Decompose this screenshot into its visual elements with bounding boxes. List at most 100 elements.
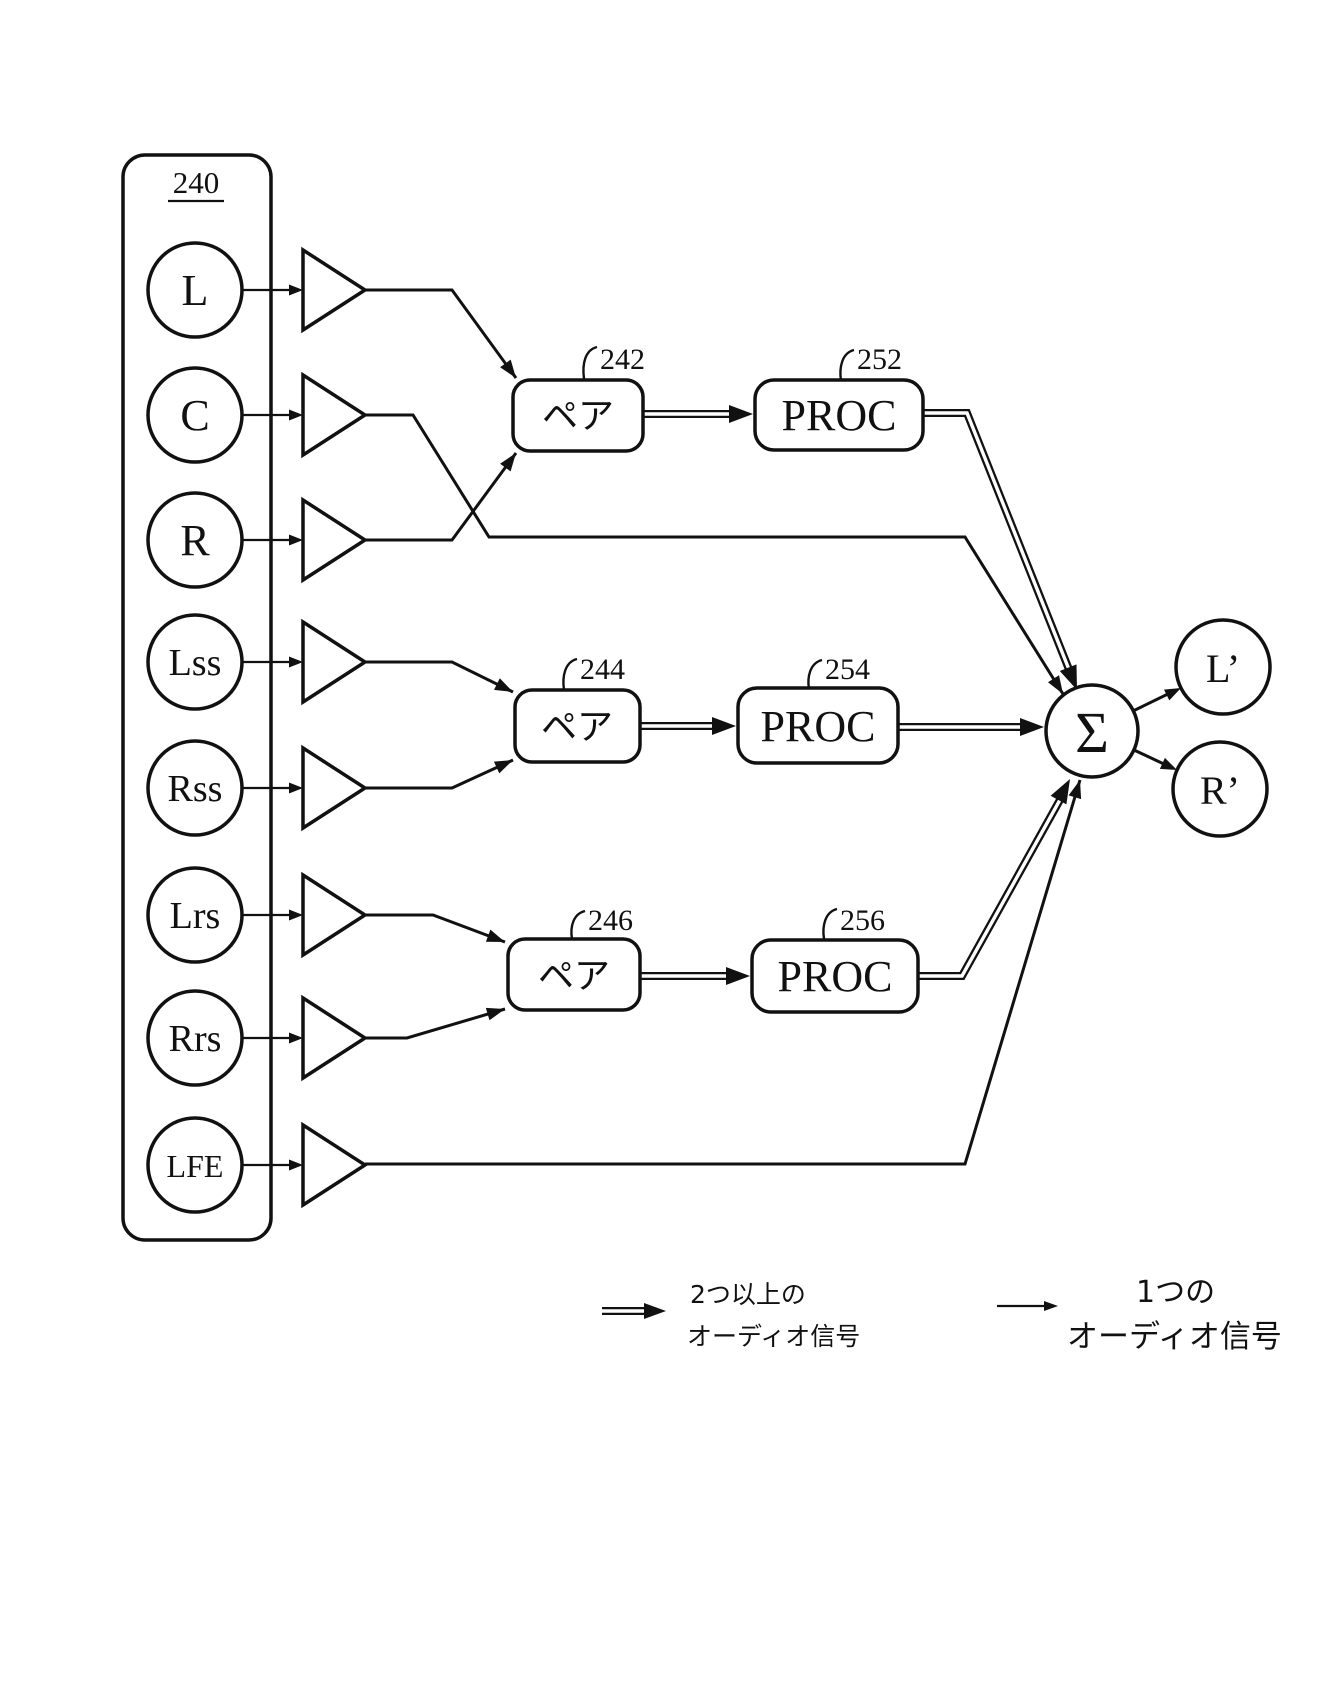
legend-single-line2: オーディオ信号 [1067, 1319, 1282, 1355]
line-lss-to-pair244 [365, 660, 514, 694]
amp-triangle-icon [301, 994, 369, 1082]
arrowhead [289, 656, 303, 668]
legend-multi-line2: オーディオ信号 [687, 1322, 860, 1351]
pair-block-244: ペア 244 [513, 653, 642, 764]
proc-box [753, 378, 925, 452]
legend-multi-signal: 2つ以上の オーディオ信号 [602, 1280, 860, 1351]
arrowhead [1044, 1301, 1058, 1311]
channel-label-c: C [180, 391, 209, 440]
ref-number: 252 [857, 343, 902, 376]
legend-multi-line1: 2つ以上の [690, 1280, 806, 1309]
amp-triangle-icon [301, 246, 369, 334]
source-group-ref: 240 [173, 165, 220, 200]
arrowhead [289, 909, 303, 921]
channel-row-r: R [146, 491, 369, 589]
pair-label: ペア [541, 707, 613, 748]
arrowhead [289, 284, 303, 296]
arrowhead [493, 760, 513, 774]
channel-row-l: L [146, 241, 369, 339]
arrowhead [1068, 780, 1082, 800]
amp-triangle-icon [301, 618, 369, 706]
arrowhead [1050, 779, 1070, 805]
channel-row-rrs: Rrs [146, 989, 369, 1087]
line-lfe-to-sum [365, 779, 1082, 1166]
proc-block-254: PROC 254 [736, 653, 900, 765]
sum-node: Σ [1044, 683, 1140, 779]
ref-number: 244 [580, 653, 625, 686]
arrowhead [726, 967, 750, 985]
amp-triangle-icon [301, 1121, 369, 1209]
channel-label-rrs: Rrs [169, 1018, 222, 1060]
arrowhead [289, 409, 303, 421]
amp-triangle-icon [301, 496, 369, 584]
arrowhead [494, 678, 513, 692]
arrowhead [485, 1007, 505, 1021]
line-rss-to-pair244 [365, 758, 514, 790]
sum-to-rprime [1133, 748, 1167, 767]
output-label-lprime: L’ [1206, 646, 1240, 691]
ref-leader [570, 909, 586, 940]
pair-block-246: ペア 246 [506, 904, 642, 1012]
proc-box [736, 686, 900, 765]
arrowhead [729, 405, 753, 423]
channel-row-lss: Lss [146, 613, 369, 711]
amp-triangle-icon [301, 744, 369, 832]
line-l-to-pair242 [365, 288, 518, 379]
channel-row-c: C [146, 366, 369, 464]
ref-leader [839, 348, 855, 382]
pair-label: ペア [538, 956, 610, 997]
arrowhead [1164, 688, 1181, 701]
arrowhead [289, 1032, 303, 1044]
proc-label: PROC [761, 702, 876, 751]
pair-block-242: ペア 242 [511, 343, 645, 453]
arrowhead [289, 534, 303, 546]
proc-box [750, 938, 920, 1014]
amp-triangle-icon [301, 871, 369, 959]
arrowhead [1059, 664, 1077, 690]
ref-leader [822, 907, 838, 940]
output-lprime: L’ [1174, 618, 1272, 716]
legend-single-line1: 1つの [1136, 1275, 1215, 1310]
channel-label-lss: Lss [169, 642, 222, 684]
line-c-to-sum [365, 413, 1065, 695]
output-label-rprime: R’ [1200, 768, 1240, 813]
channel-label-lrs: Lrs [170, 895, 221, 937]
pair-box [511, 378, 645, 453]
channel-row-lfe: LFE [146, 1116, 369, 1214]
channel-label-lfe: LFE [167, 1148, 224, 1184]
channel-label-r: R [180, 516, 210, 565]
ref-number: 242 [600, 343, 645, 376]
ref-number: 256 [840, 904, 885, 937]
line-r-to-pair242 [365, 452, 518, 542]
proc256-to-sum-gap [918, 797, 1063, 978]
ref-leader [807, 658, 823, 690]
arrowhead [500, 359, 516, 378]
pair-box [506, 937, 642, 1012]
channel-label-rss: Rss [168, 768, 223, 810]
output-circle-lprime [1174, 618, 1272, 716]
proc252-to-sum [923, 409, 1074, 674]
proc256-to-sum [918, 796, 1065, 980]
arrowhead [712, 717, 736, 735]
sum-to-lprime [1132, 691, 1171, 713]
proc-block-252: PROC 252 [753, 343, 925, 452]
sum-circle [1044, 683, 1140, 779]
ref-number: 246 [588, 904, 633, 937]
proc252-to-sum-gap [923, 411, 1072, 673]
pair-label: ペア [542, 396, 614, 437]
signal-lines [365, 288, 1181, 1166]
arrowhead [289, 1159, 303, 1171]
arrowhead [644, 1303, 666, 1319]
channel-label-l: L [182, 266, 209, 315]
proc-label: PROC [782, 391, 897, 440]
channel-row-lrs: Lrs [146, 866, 369, 964]
pair-box [513, 688, 642, 764]
arrowhead [1020, 718, 1044, 736]
amp-triangle-icon [301, 371, 369, 459]
output-rprime: R’ [1171, 740, 1269, 838]
arrowhead [1159, 757, 1177, 770]
arrowhead [1048, 675, 1063, 694]
output-circle-rprime [1171, 740, 1269, 838]
